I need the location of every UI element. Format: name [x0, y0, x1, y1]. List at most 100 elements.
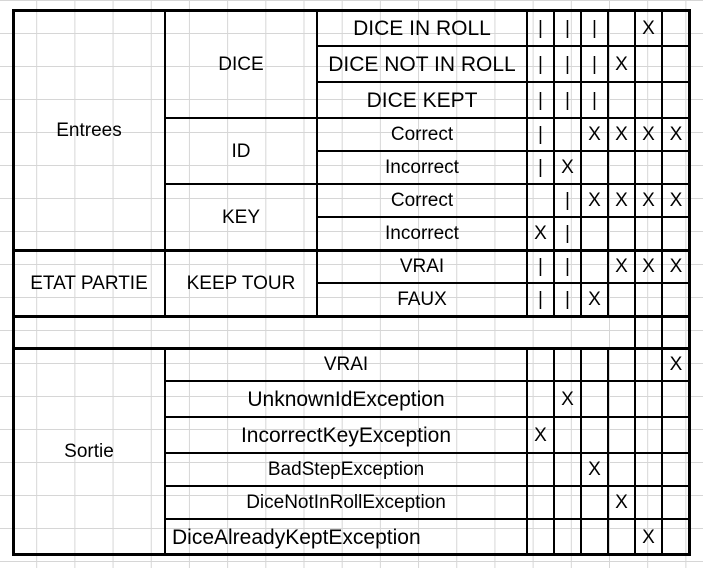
mark-cell — [608, 82, 635, 118]
mark-cell — [662, 417, 690, 453]
mark-cell: | — [565, 256, 570, 277]
mark-cell — [527, 348, 554, 381]
table-border — [316, 9, 318, 316]
table-border — [12, 553, 691, 556]
mark-cell — [608, 453, 635, 486]
mark-cell: | — [538, 124, 543, 145]
mark-cell: | — [592, 17, 597, 39]
mark-cell — [635, 348, 662, 381]
mark-cell — [608, 283, 635, 316]
mark-cell — [608, 217, 635, 250]
output-label: VRAI — [323, 354, 369, 375]
mark-cell: X — [642, 124, 655, 145]
mark-cell — [527, 184, 554, 217]
table-border — [580, 9, 582, 316]
table-border — [12, 315, 691, 318]
table-border — [164, 9, 166, 316]
mark-cell — [581, 519, 608, 555]
mark-cell — [635, 217, 662, 250]
mark-cell: X — [669, 190, 683, 211]
mark-cell — [581, 217, 608, 250]
table-border — [316, 282, 690, 284]
subgroup-label-dice: DICE — [218, 53, 264, 75]
output-label: UnknownIdException — [247, 387, 445, 411]
table-border — [316, 150, 690, 152]
condition-label: DICE KEPT — [366, 88, 478, 112]
mark-cell: X — [534, 424, 547, 446]
mark-cell: X — [588, 190, 601, 211]
table-border — [526, 9, 528, 316]
mark-cell: | — [538, 53, 543, 75]
mark-cell — [662, 82, 690, 118]
group-label-sortie: Sortie — [64, 441, 114, 462]
condition-label: FAUX — [397, 289, 447, 310]
table-border — [164, 117, 690, 119]
mark-cell: | — [592, 53, 597, 75]
table-border — [607, 9, 609, 316]
condition-label: Correct — [390, 124, 454, 145]
mark-cell — [662, 519, 690, 555]
mark-cell: | — [592, 89, 597, 111]
condition-label: Correct — [390, 190, 454, 211]
subgroup-label-keep-tour: KEEP TOUR — [186, 272, 296, 294]
mark-cell — [581, 486, 608, 519]
mark-cell: | — [538, 256, 543, 277]
mark-cell: X — [615, 256, 628, 277]
mark-cell — [662, 10, 690, 46]
table-border — [553, 9, 555, 316]
mark-cell — [554, 486, 581, 519]
output-label: DiceNotInRollException — [246, 492, 446, 513]
mark-cell — [662, 151, 690, 184]
output-label: BadStepException — [267, 459, 425, 480]
mark-cell — [608, 348, 635, 381]
table-border — [164, 380, 690, 382]
mark-cell: X — [669, 124, 683, 145]
table-border — [607, 348, 609, 555]
mark-cell: X — [561, 157, 574, 178]
mark-cell — [554, 118, 581, 151]
condition-label: DICE IN ROLL — [353, 16, 491, 40]
group-label-etat-partie: ETAT PARTIE — [30, 272, 148, 294]
mark-cell — [662, 486, 690, 519]
mark-cell: X — [642, 190, 655, 211]
table-border — [164, 452, 690, 454]
mark-cell: X — [669, 354, 683, 375]
subgroup-label-key: KEY — [221, 206, 261, 228]
mark-cell: X — [588, 459, 601, 480]
mark-cell — [527, 486, 554, 519]
table-border — [316, 45, 690, 47]
mark-cell: X — [615, 124, 628, 145]
table-border — [12, 9, 15, 556]
mark-cell: X — [669, 256, 683, 277]
mark-cell — [527, 453, 554, 486]
mark-cell — [635, 453, 662, 486]
mark-cell — [635, 151, 662, 184]
mark-cell: | — [538, 289, 543, 310]
mark-cell: X — [615, 53, 628, 75]
table-border — [316, 216, 690, 218]
table-border — [164, 416, 690, 418]
mark-cell: | — [565, 17, 570, 39]
mark-cell: | — [565, 53, 570, 75]
mark-cell: | — [565, 190, 570, 211]
mark-cell — [608, 417, 635, 453]
table-border — [12, 347, 691, 350]
mark-cell — [581, 250, 608, 283]
condition-label: Incorrect — [385, 157, 459, 178]
mark-cell: | — [538, 17, 543, 39]
mark-cell: | — [538, 89, 543, 111]
mark-cell — [554, 519, 581, 555]
mark-cell — [662, 381, 690, 417]
mark-cell — [635, 46, 662, 82]
mark-cell — [554, 453, 581, 486]
mark-cell: X — [615, 492, 628, 513]
mark-cell — [581, 381, 608, 417]
mark-cell: | — [565, 89, 570, 111]
mark-cell — [608, 10, 635, 46]
mark-cell: X — [534, 223, 547, 244]
mark-cell: | — [538, 157, 543, 178]
table-border — [553, 348, 555, 555]
mark-cell — [635, 283, 662, 316]
mark-cell — [554, 417, 581, 453]
output-label: IncorrectKeyException — [240, 423, 452, 447]
